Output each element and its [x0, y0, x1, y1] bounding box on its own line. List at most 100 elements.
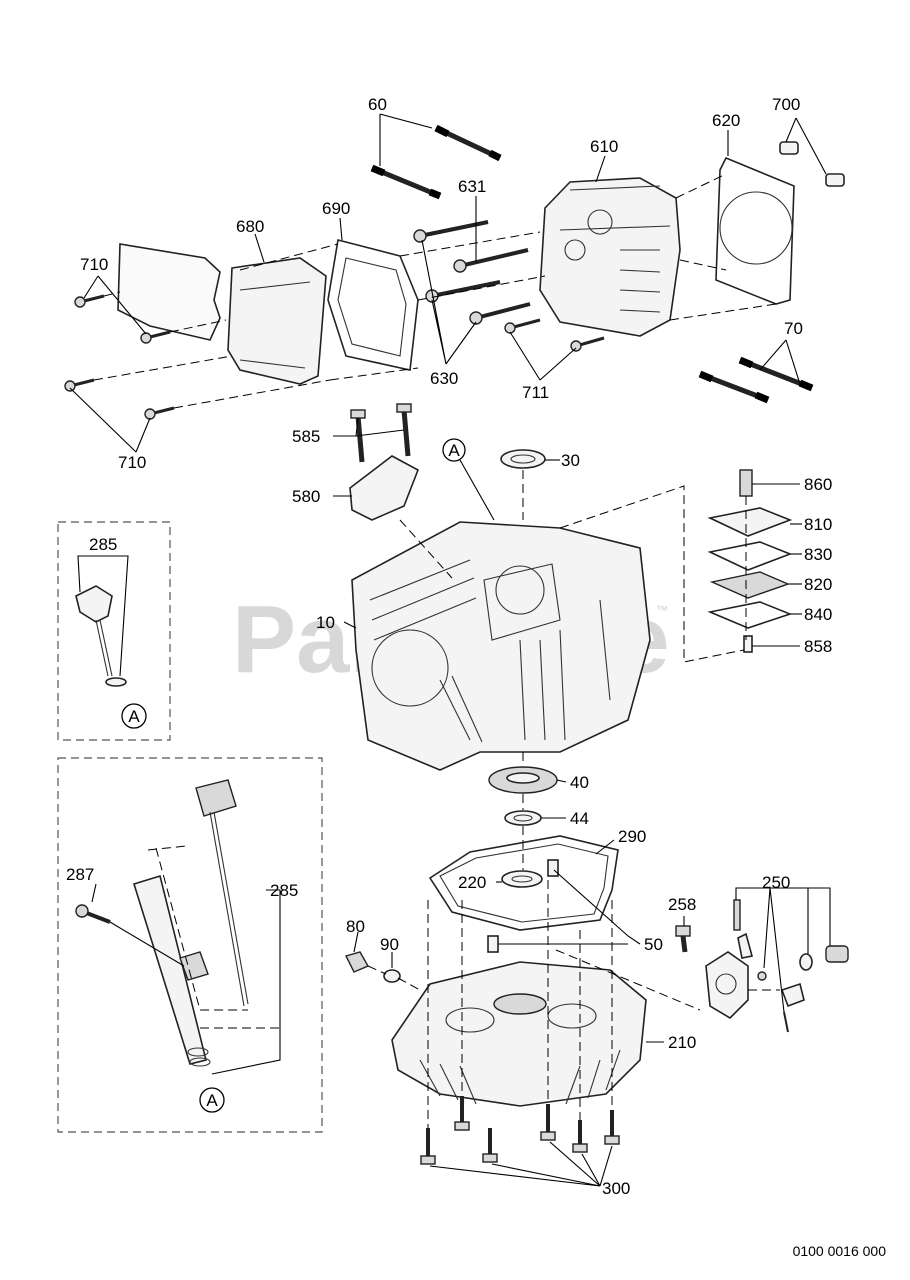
- callout-a-dipstick: [199, 1087, 225, 1113]
- plate-820: [709, 571, 790, 599]
- drawing-number: 0100 0016 000: [793, 1243, 887, 1259]
- dipstick-tube: [132, 874, 207, 1065]
- stud-60-upper: [434, 124, 502, 162]
- label-858: 858: [804, 637, 832, 656]
- bolt-287: [75, 904, 111, 924]
- label-250: 250: [762, 873, 790, 892]
- label-840: 840: [804, 605, 832, 624]
- label-610: 610: [590, 137, 618, 156]
- pin-858: [743, 635, 753, 653]
- label-700: 700: [772, 95, 800, 114]
- stud-70-upper: [738, 356, 814, 392]
- head-gasket: [715, 156, 795, 305]
- governor-pin: [783, 1011, 789, 1033]
- governor-bushing: [825, 945, 849, 963]
- dowel-50-a: [547, 859, 559, 877]
- valve-cover: [227, 257, 327, 385]
- head-bolt-631: [453, 248, 529, 273]
- oil-seal-30: [500, 449, 546, 469]
- governor-assembly: [705, 951, 749, 1020]
- screw-711-a: [504, 318, 541, 334]
- label-10: 10: [316, 613, 335, 632]
- label-90: 90: [380, 935, 399, 954]
- label-80: 80: [346, 917, 365, 936]
- label-711: 711: [522, 383, 549, 402]
- valve-cover-plate: [117, 243, 221, 341]
- inset-box-fill-cap: [57, 521, 171, 741]
- label-690: 690: [322, 199, 350, 218]
- governor-clip: [757, 971, 767, 981]
- stud-60-lower: [370, 164, 442, 200]
- label-710-top: 710: [80, 255, 108, 274]
- label-860: 860: [804, 475, 832, 494]
- governor-washer: [799, 953, 813, 971]
- label-620: 620: [712, 111, 740, 130]
- governor-cup: [780, 982, 805, 1008]
- label-287: 287: [66, 865, 94, 884]
- label-44: 44: [570, 809, 589, 828]
- label-630: 630: [430, 369, 458, 388]
- plate-810: [707, 507, 793, 537]
- head-bolt-630-c: [469, 302, 531, 325]
- label-710-bottom: 710: [118, 453, 146, 472]
- label-820: 820: [804, 575, 832, 594]
- washer-90: [383, 969, 401, 983]
- label-631: 631: [458, 177, 486, 196]
- governor-shaft: [733, 899, 741, 931]
- callout-a-block-letter: A: [448, 441, 460, 460]
- label-830: 830: [804, 545, 832, 564]
- cylinder-head: [539, 177, 681, 337]
- callout-a-block: [442, 438, 466, 462]
- washer-44: [504, 810, 542, 826]
- screw-710-a: [74, 294, 105, 308]
- label-258: 258: [668, 895, 696, 914]
- label-70: 70: [784, 319, 803, 338]
- bracket-580: [349, 455, 420, 521]
- label-285-bottom: 285: [270, 881, 298, 900]
- cover-bolts-300: [420, 1096, 620, 1165]
- o-ring: [105, 677, 127, 687]
- label-210: 210: [668, 1033, 696, 1052]
- label-50: 50: [644, 935, 663, 954]
- label-810: 810: [804, 515, 832, 534]
- callout-a-dipstick-letter: A: [206, 1091, 218, 1110]
- engine-block: [351, 521, 651, 771]
- screw-860: [739, 469, 753, 497]
- valve-cover-gasket: [327, 239, 419, 371]
- tube-bracket: [179, 951, 209, 981]
- label-30: 30: [561, 451, 580, 470]
- label-680: 680: [236, 217, 264, 236]
- screw-710-c: [64, 378, 95, 392]
- governor-arm: [737, 932, 753, 959]
- screw-711-b: [570, 336, 605, 352]
- label-40: 40: [570, 773, 589, 792]
- label-285-top: 285: [89, 535, 117, 554]
- dowel-pin-700-b: [825, 173, 845, 187]
- drain-plug-80: [344, 951, 369, 973]
- dowel-50-b: [487, 935, 499, 953]
- watermark-trademark: ™: [656, 603, 668, 617]
- head-bolt-630-a: [413, 220, 489, 243]
- label-580: 580: [292, 487, 320, 506]
- bolt-258: [675, 925, 691, 953]
- oil-seal-220: [501, 870, 543, 888]
- screw-710-b: [140, 330, 171, 344]
- stud-70-lower: [698, 370, 770, 404]
- dipstick-handle: [195, 779, 237, 817]
- dowel-pin-700-a: [779, 141, 799, 155]
- label-300: 300: [602, 1179, 630, 1198]
- label-585: 585: [292, 427, 320, 446]
- plate-840: [707, 601, 793, 629]
- label-60: 60: [368, 95, 387, 114]
- oil-fill-cap: [75, 585, 113, 623]
- bolt-585-b: [396, 403, 412, 457]
- callout-a-fill-cap: [121, 703, 147, 729]
- label-220: 220: [458, 873, 486, 892]
- crankcase-cover: [391, 961, 647, 1107]
- dipstick-rod: [209, 811, 249, 1007]
- callout-a-fill-cap-letter: A: [128, 707, 140, 726]
- plate-830: [707, 541, 793, 571]
- screw-710-d: [144, 406, 175, 420]
- label-290: 290: [618, 827, 646, 846]
